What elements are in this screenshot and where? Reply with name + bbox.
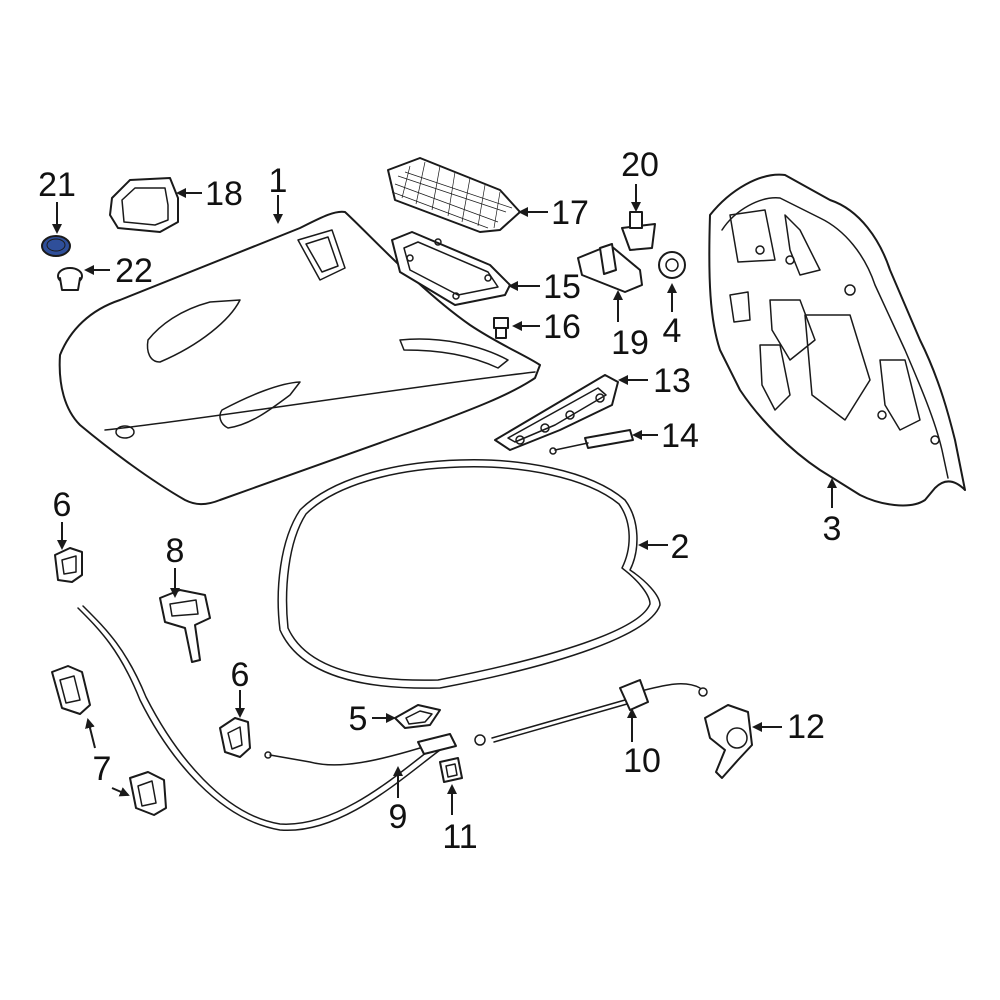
callout-7-label: 7 (93, 750, 112, 788)
fastener-part[interactable] (621, 211, 656, 251)
hinge-lower-part[interactable] (219, 717, 251, 758)
cable-part[interactable] (474, 679, 708, 746)
bumper-pad-part[interactable] (394, 704, 441, 729)
support-part[interactable] (577, 243, 643, 293)
callout-9-label: 9 (389, 798, 408, 836)
callout-5-label: 5 (349, 700, 368, 738)
callout-15-label: 15 (543, 268, 581, 306)
gas-strut-part[interactable] (549, 429, 634, 455)
bolt-part[interactable] (493, 317, 509, 339)
latch-part[interactable] (159, 589, 211, 663)
callout-8-label: 8 (166, 532, 185, 570)
vent-frame-part[interactable] (391, 231, 511, 306)
emblem-part[interactable] (41, 235, 71, 257)
callout-18-label: 18 (205, 175, 243, 213)
callout-12-label: 12 (787, 708, 825, 746)
callout-6b-label: 6 (231, 656, 250, 694)
callout-6a-label: 6 (53, 486, 72, 524)
callout-leaders (52, 184, 837, 815)
callout-11-label: 11 (442, 818, 477, 856)
callout-22-label: 22 (115, 252, 153, 290)
callout-labels: 1 2 3 4 5 6 6 7 8 9 10 11 12 13 14 15 16… (38, 146, 841, 856)
clip-part[interactable] (439, 757, 463, 783)
callout-19-label: 19 (611, 324, 649, 362)
callout-14-label: 14 (661, 417, 699, 455)
vent-grille-part[interactable] (387, 157, 521, 233)
bracket-part[interactable] (51, 665, 167, 816)
hood-seal-part[interactable] (277, 459, 661, 689)
grommet-part[interactable] (658, 251, 686, 279)
release-handle-part[interactable] (704, 704, 753, 779)
callout-3-label: 3 (823, 510, 842, 548)
callout-21-label: 21 (38, 166, 76, 204)
emblem-grommet-part[interactable] (57, 267, 83, 291)
callout-10-label: 10 (623, 742, 661, 780)
insulation-pad-part[interactable] (708, 173, 966, 507)
control-module-part[interactable] (109, 177, 179, 233)
callout-2-label: 2 (671, 528, 690, 566)
callout-13-label: 13 (653, 362, 691, 400)
release-cable-part[interactable] (77, 605, 457, 831)
hinge-upper-part[interactable] (54, 547, 83, 583)
callout-20-label: 20 (621, 146, 659, 184)
callout-16-label: 16 (543, 308, 581, 346)
callout-17-label: 17 (551, 194, 589, 232)
callout-4-label: 4 (663, 312, 682, 350)
callout-1-label: 1 (269, 162, 288, 200)
hinge-arm-part[interactable] (494, 374, 619, 451)
